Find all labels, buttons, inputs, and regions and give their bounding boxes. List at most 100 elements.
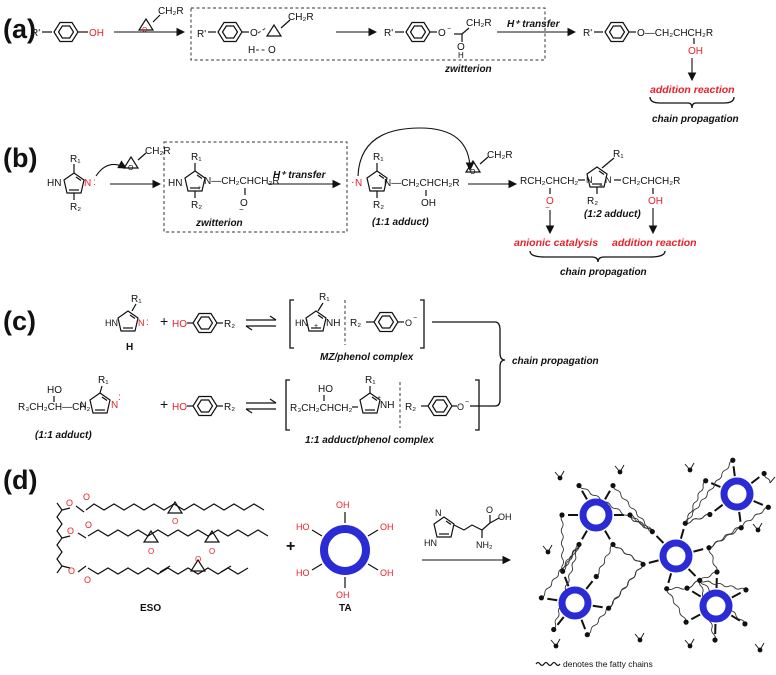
svg-text:O: O xyxy=(67,526,74,536)
b-brace xyxy=(529,250,666,263)
panel-b: (b) R₁ HN N : R₂ O CH₂R R₁ HN + N—CH₂CHC… xyxy=(3,127,697,278)
c-add-chain: R₃CH₂CH—CH₂ xyxy=(18,402,91,413)
a-ts-o: O xyxy=(250,28,258,39)
fatty-chain-legend: denotes the fatty chains xyxy=(563,659,653,669)
c-imidazole-ring xyxy=(117,310,139,332)
eso-structure: O O O O O O O O O O xyxy=(56,492,269,585)
c-r1-top: R₁ xyxy=(131,294,142,305)
b-adduct12-label: (1:2 adduct) xyxy=(584,209,641,220)
svg-text::: : xyxy=(146,317,149,328)
c-add-ring xyxy=(89,392,111,414)
a-ts-epox-o: O xyxy=(268,45,276,56)
b-p-right: CH₂CHCH₂R xyxy=(622,176,680,187)
a-product-oh: OH xyxy=(688,46,703,57)
svg-text:−: − xyxy=(413,315,417,322)
a-intermediates-box xyxy=(190,7,546,61)
a-ts-ring xyxy=(217,21,243,43)
svg-text:OH: OH xyxy=(380,568,394,578)
svg-text::: : xyxy=(118,392,121,403)
b-im-hn: HN xyxy=(47,178,61,189)
svg-text:+: + xyxy=(314,323,318,330)
crosslinked-network xyxy=(538,457,776,653)
svg-text::: : xyxy=(93,177,96,188)
a-reagent-ch2r: CH₂R xyxy=(158,6,184,17)
b-add-r2: R₂ xyxy=(373,200,384,211)
svg-text:N: N xyxy=(605,175,612,185)
ta-structure: OH OH HO HO OH OH xyxy=(296,500,394,600)
his-o: O xyxy=(486,505,493,515)
c-h-label: H xyxy=(126,342,133,353)
b-zw-r1: R₁ xyxy=(191,152,202,163)
b-zw-hn: HN xyxy=(168,178,182,189)
c-ho-top: HO xyxy=(172,319,187,330)
b-zw-chain: N—CH₂CHCH₂R xyxy=(204,176,280,187)
svg-text:+: + xyxy=(160,396,168,412)
svg-text:O: O xyxy=(68,566,75,576)
b-zwitterion-box xyxy=(163,141,348,233)
b-h-transfer-label: H⁺ transfer xyxy=(273,170,327,181)
svg-text:O: O xyxy=(195,555,201,564)
a-start-rprime: R' xyxy=(31,28,40,39)
panel-d-label: (d) xyxy=(3,465,37,495)
a-product-ring xyxy=(604,21,630,43)
a-start-phenol-ring xyxy=(53,21,79,43)
b-im-r1: R₁ xyxy=(70,154,81,165)
svg-text:O: O xyxy=(66,498,73,508)
histidine-catalyst: HN N O OH NH₂ xyxy=(424,505,512,550)
c-mz-r1: R₁ xyxy=(319,292,330,303)
ta-ho-1: HO xyxy=(296,522,310,532)
b-zw-ring xyxy=(184,170,206,192)
a-zw-rprime: R' xyxy=(384,28,393,39)
a-zwitterion-label: zwitterion xyxy=(444,64,492,75)
a-product-chain: O—CH₂CHCH₂R xyxy=(637,28,713,39)
panel-b-label: (b) xyxy=(3,143,37,173)
c-phenol-bot-ring xyxy=(192,395,218,417)
svg-text:O: O xyxy=(209,547,215,556)
b-add-oh: OH xyxy=(421,198,436,209)
a-zw-ch2r: CH₂R xyxy=(466,18,492,29)
ta-label: TA xyxy=(339,603,352,614)
svg-text:N: N xyxy=(586,175,593,185)
c-cx-ho: HO xyxy=(318,384,333,395)
c-add-r1: R₁ xyxy=(98,375,109,386)
svg-text:O: O xyxy=(84,575,91,585)
svg-text:O: O xyxy=(172,517,178,526)
svg-text:OH: OH xyxy=(336,590,350,600)
c-cx-r2: R₂ xyxy=(405,402,416,413)
his-nh2: NH₂ xyxy=(476,540,493,550)
a-start-oh: OH xyxy=(89,28,104,39)
a-ts-rprime: R' xyxy=(197,29,206,40)
his-hn: HN xyxy=(424,538,437,548)
b-zwitterion-label: zwitterion xyxy=(195,218,243,229)
b-add-r1: R₁ xyxy=(373,152,384,163)
svg-text:+: + xyxy=(377,395,381,402)
b-p-oh: OH xyxy=(648,196,663,207)
a-ts-epoxide xyxy=(266,24,282,37)
a-zw-o: O xyxy=(438,28,446,39)
svg-text:O: O xyxy=(128,165,134,172)
panel-a: (a) R' OH O CH₂R R' O H O CH₂R R' O − xyxy=(3,6,739,125)
svg-text:−: − xyxy=(447,26,451,33)
a-ts-h: H xyxy=(248,45,255,56)
c-cx-chain: R₃CH₂CHCH₂ xyxy=(290,403,353,414)
c-ho-bot: HO xyxy=(172,402,187,413)
c-mz-label: MZ/phenol complex xyxy=(320,352,414,363)
d-plus: + xyxy=(286,538,295,555)
b-p-r1: R₁ xyxy=(613,149,624,160)
c-add-n: N xyxy=(111,400,118,411)
panel-c-label: (c) xyxy=(3,306,36,336)
c-mz-r2: R₂ xyxy=(350,318,361,329)
b-zw-o: O xyxy=(240,198,248,209)
b-chain-propagation: chain propagation xyxy=(560,267,647,278)
b-add-chain: N—CH₂CHCH₂R xyxy=(384,178,460,189)
b-im-n: N xyxy=(84,178,91,189)
b-reagent-ch2r: CH₂R xyxy=(145,146,171,157)
svg-text:·: · xyxy=(351,177,354,188)
c-cx-phenoxide-ring xyxy=(427,395,453,417)
b-addition-reaction: addition reaction xyxy=(612,237,697,249)
c-adduct11-label: (1:1 adduct) xyxy=(35,430,92,441)
c-r2-bot: R₂ xyxy=(224,402,235,413)
b-anionic-catalysis: anionic catalysis xyxy=(514,237,598,249)
panel-a-label: (a) xyxy=(3,14,36,44)
